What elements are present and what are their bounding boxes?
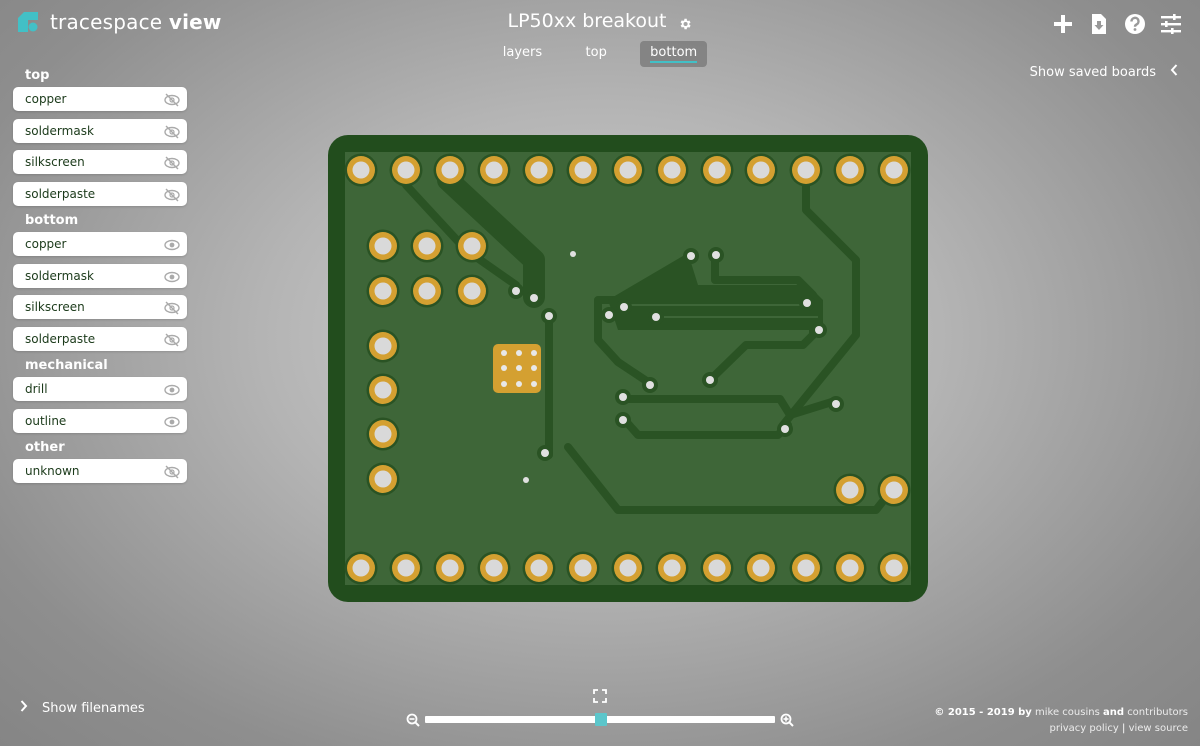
add-icon[interactable] bbox=[1052, 13, 1074, 35]
board-title: LP50xx breakout bbox=[507, 10, 667, 32]
footer: © 2015 - 2019 by mike cousins and contri… bbox=[934, 707, 1188, 734]
view-source-link[interactable]: view source bbox=[1128, 723, 1188, 734]
eye-off-icon[interactable] bbox=[163, 464, 181, 479]
show-saved-boards-button[interactable]: Show saved boards bbox=[1030, 64, 1178, 80]
tab-bottom[interactable]: bottom bbox=[640, 41, 708, 67]
layer-bottom-silkscreen[interactable]: silkscreen bbox=[13, 295, 187, 319]
eye-icon[interactable] bbox=[163, 414, 181, 428]
author-link[interactable]: mike cousins bbox=[1035, 707, 1100, 718]
eye-off-icon[interactable] bbox=[163, 92, 181, 107]
download-icon[interactable] bbox=[1088, 13, 1110, 35]
brand-name: tracespace view bbox=[50, 10, 222, 34]
eye-icon[interactable] bbox=[163, 382, 181, 396]
zoom-out-icon[interactable] bbox=[406, 712, 420, 727]
contributors-link[interactable]: contributors bbox=[1127, 707, 1188, 718]
chevron-right-icon bbox=[20, 700, 28, 716]
group-label-mechanical: mechanical bbox=[25, 358, 108, 373]
layer-top-soldermask[interactable]: soldermask bbox=[13, 118, 187, 143]
pcb-board-render[interactable] bbox=[328, 135, 928, 602]
eye-off-icon[interactable] bbox=[163, 300, 181, 315]
eye-off-icon[interactable] bbox=[163, 155, 181, 170]
eye-off-icon[interactable] bbox=[163, 332, 181, 346]
zoom-slider[interactable] bbox=[425, 713, 775, 726]
eye-off-icon[interactable] bbox=[163, 124, 181, 138]
group-label-top: top bbox=[25, 68, 50, 83]
layers-sidebar: top copper soldermask silkscreen solderp… bbox=[13, 64, 187, 491]
layer-drill[interactable]: drill bbox=[13, 377, 187, 401]
group-label-bottom: bottom bbox=[25, 213, 79, 228]
zoom-in-icon[interactable] bbox=[780, 712, 794, 727]
eye-icon[interactable] bbox=[163, 237, 181, 251]
fit-to-screen-icon[interactable] bbox=[593, 688, 607, 703]
board-settings-gear-icon[interactable] bbox=[678, 14, 692, 30]
privacy-policy-link[interactable]: privacy policy bbox=[1049, 723, 1119, 734]
show-filenames-toggle[interactable]: Show filenames bbox=[20, 700, 145, 716]
tracespace-logo-icon bbox=[16, 10, 40, 34]
layer-bottom-solderpaste[interactable]: solderpaste bbox=[13, 326, 187, 351]
zoom-slider-thumb[interactable] bbox=[595, 713, 607, 726]
eye-icon[interactable] bbox=[163, 269, 181, 283]
zoom-controls bbox=[404, 686, 796, 734]
layer-top-solderpaste[interactable]: solderpaste bbox=[13, 181, 187, 206]
layer-top-copper[interactable]: copper bbox=[13, 87, 187, 111]
layer-bottom-copper[interactable]: copper bbox=[13, 232, 187, 256]
chevron-left-icon bbox=[1170, 64, 1178, 80]
brand: tracespace view bbox=[16, 10, 222, 34]
eye-off-icon[interactable] bbox=[163, 187, 181, 201]
help-icon[interactable] bbox=[1124, 13, 1146, 35]
layer-outline[interactable]: outline bbox=[13, 408, 187, 433]
layer-top-silkscreen[interactable]: silkscreen bbox=[13, 150, 187, 174]
layer-unknown[interactable]: unknown bbox=[13, 459, 187, 483]
layer-bottom-soldermask[interactable]: soldermask bbox=[13, 263, 187, 288]
tab-top[interactable]: top bbox=[585, 45, 607, 60]
view-tabs: layers top bottom bbox=[0, 41, 1200, 67]
group-label-other: other bbox=[25, 440, 65, 455]
tab-layers[interactable]: layers bbox=[502, 45, 543, 60]
settings-sliders-icon[interactable] bbox=[1160, 13, 1182, 35]
